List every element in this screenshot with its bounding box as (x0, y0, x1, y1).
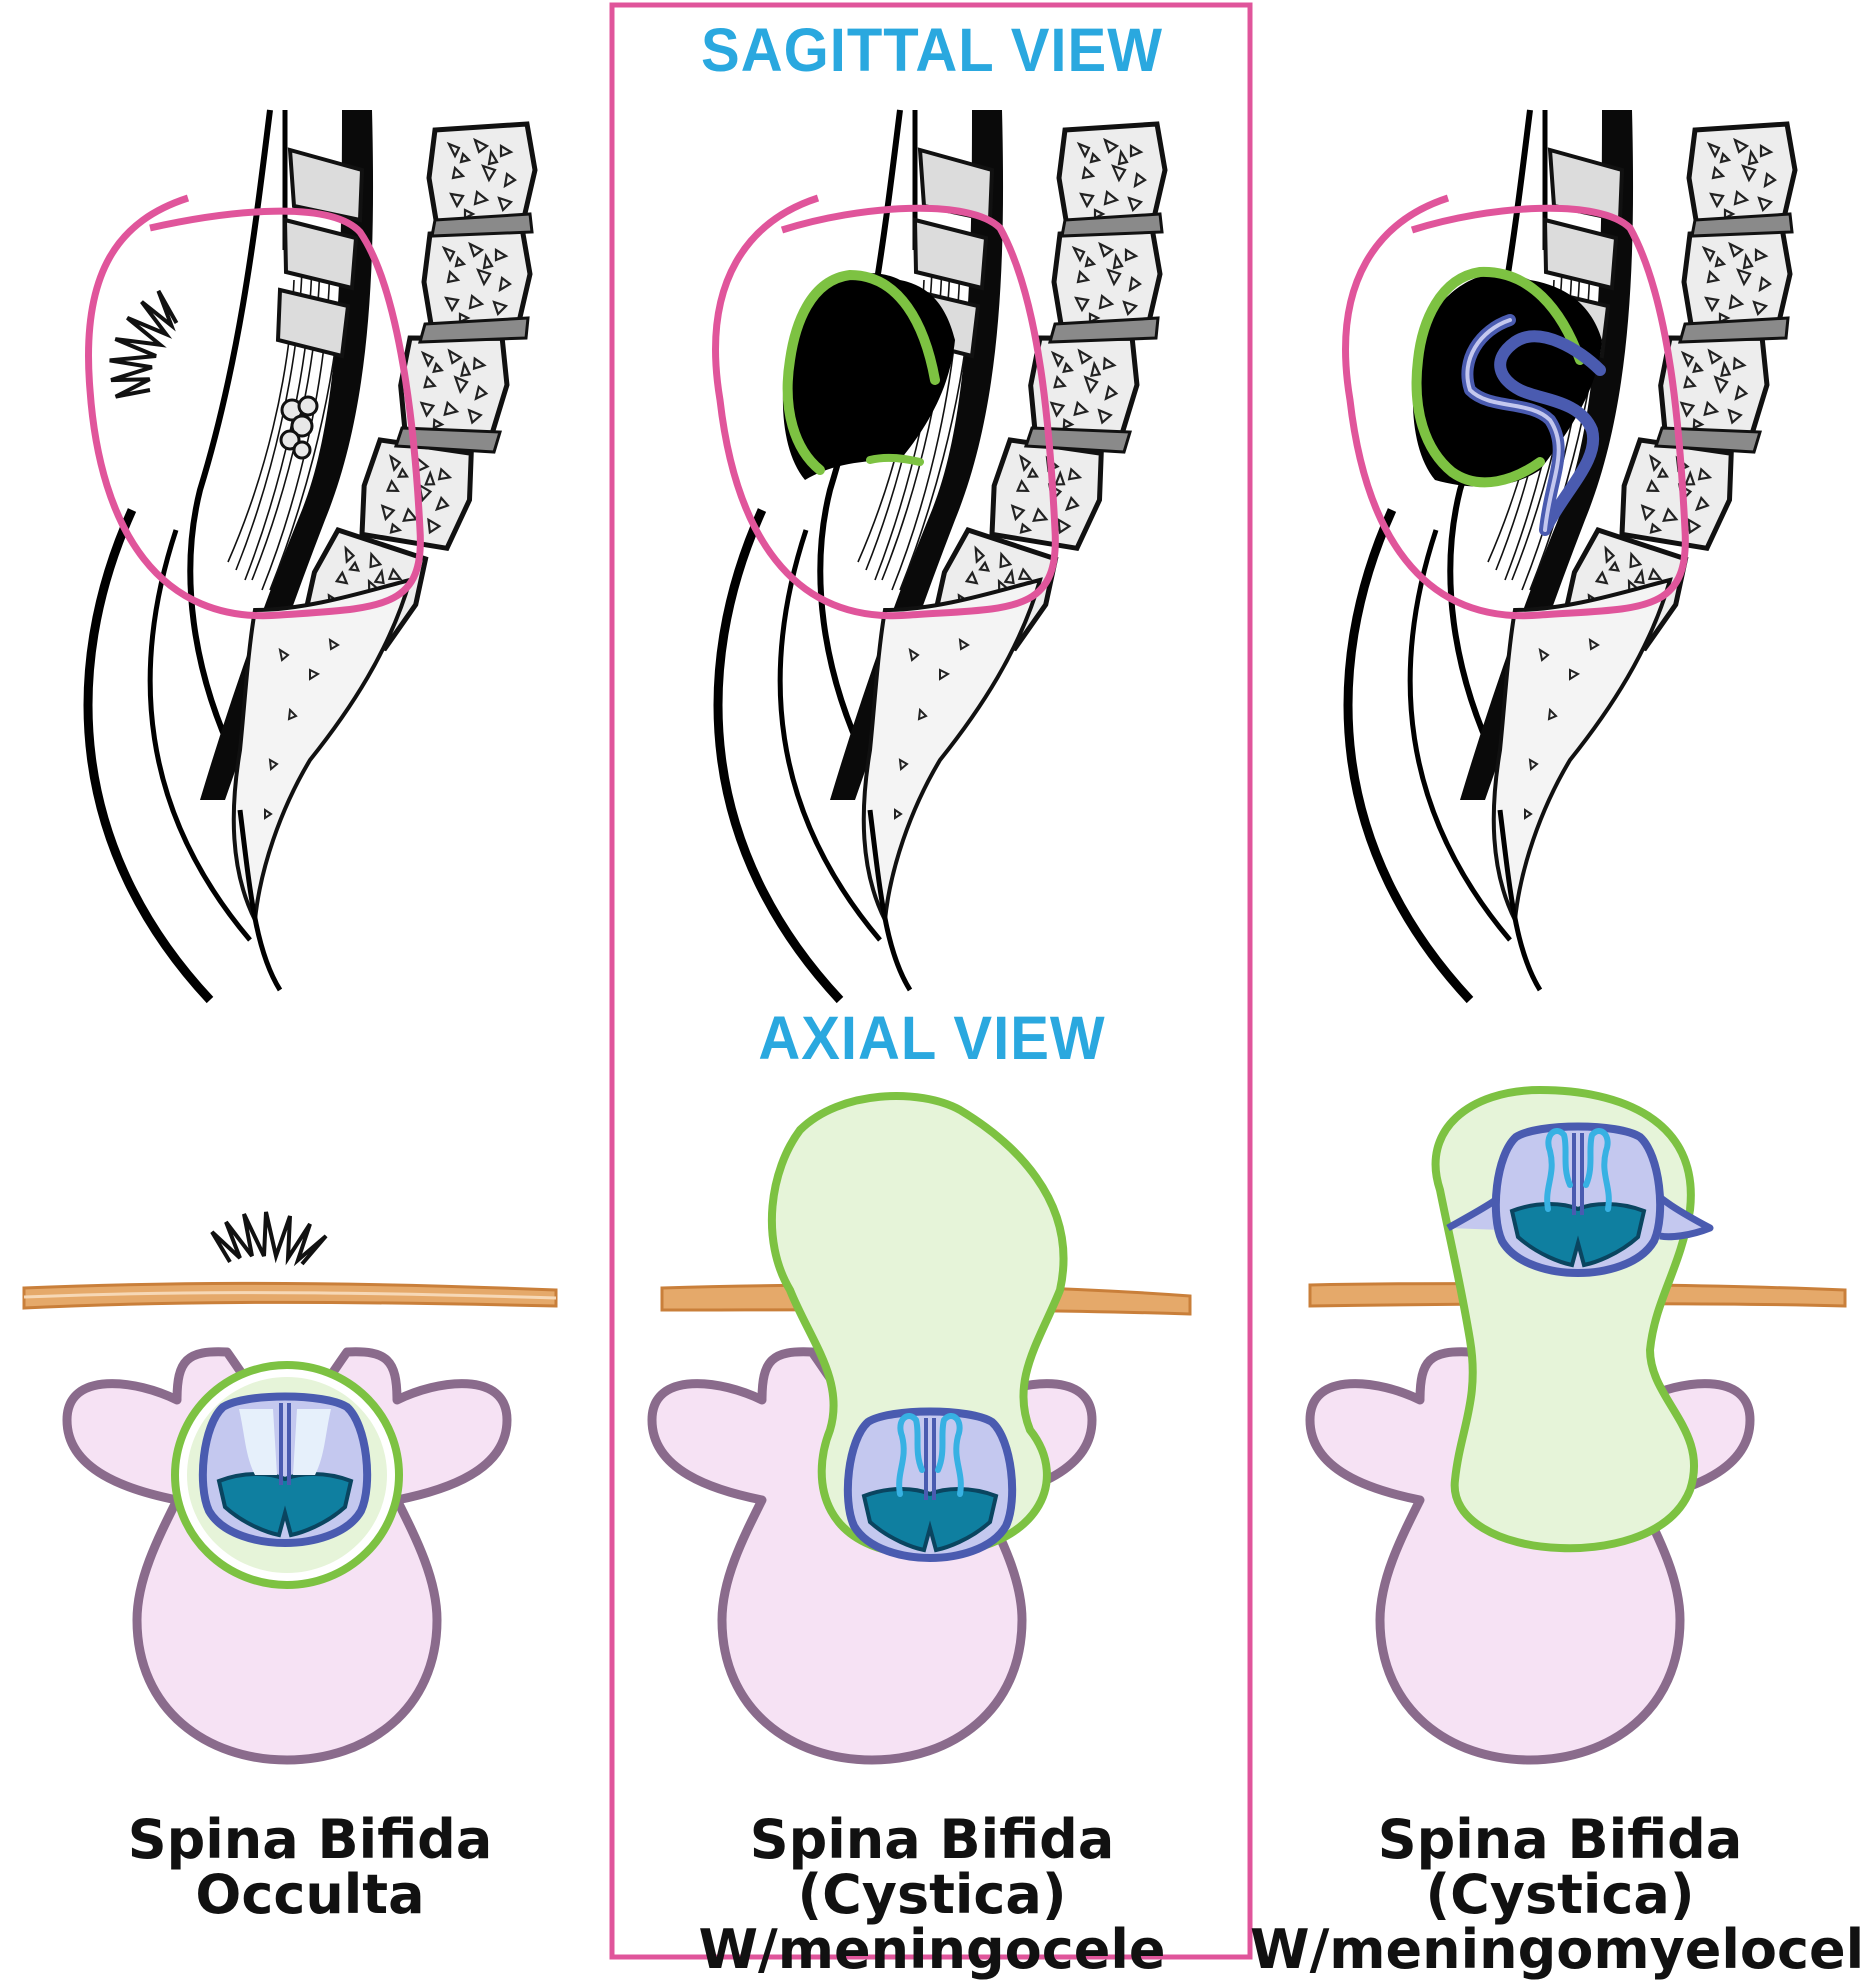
caption-line-2: W/meningomyelocele (1250, 1918, 1864, 1981)
sagittal-meningomyelocele (1342, 110, 1795, 1000)
caption-occulta: Spina Bifida Occulta (0, 1812, 620, 1922)
sagittal-view-heading: SAGITTAL VIEW (701, 16, 1163, 85)
axial-meningocele (652, 1092, 1192, 1760)
sagittal-occulta (88, 110, 535, 1000)
caption-meningocele: Spina Bifida (Cystica) W/meningocele (622, 1812, 1242, 1977)
sagittal-meningocele (712, 110, 1165, 1000)
highlight-frame (609, 2, 1253, 1960)
axial-meningomyelocele (1310, 1085, 1847, 1760)
caption-line-2: Occulta (195, 1863, 425, 1927)
caption-meningomyelocele: Spina Bifida (Cystica) W/meningomyelocel… (1250, 1812, 1864, 1977)
axial-view-heading: AXIAL VIEW (758, 1004, 1106, 1073)
caption-line-2: W/meningocele (698, 1918, 1166, 1981)
axial-occulta (22, 1210, 558, 1760)
caption-line-1: Spina Bifida (Cystica) (1377, 1808, 1743, 1927)
caption-line-1: Spina Bifida (Cystica) (749, 1808, 1115, 1927)
caption-line-1: Spina Bifida (127, 1808, 493, 1871)
